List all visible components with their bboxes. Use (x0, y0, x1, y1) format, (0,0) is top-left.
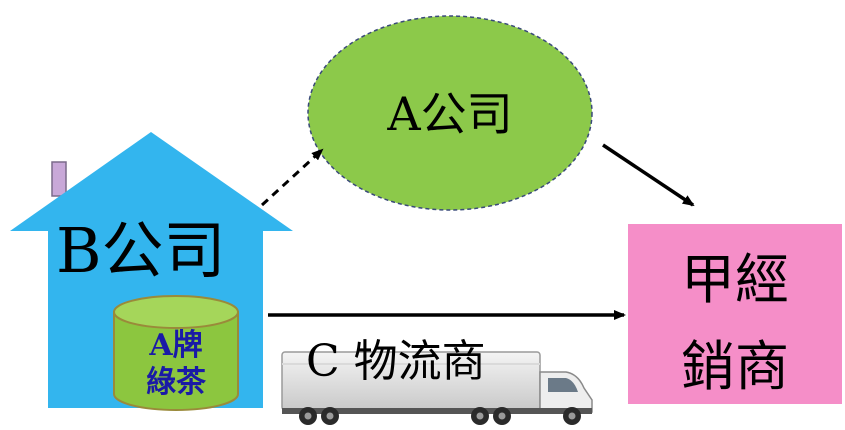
distributor-box (628, 224, 842, 404)
truck-icon (281, 351, 593, 425)
arrow-b-to-a (260, 148, 324, 207)
company-a-label: A公司 (386, 87, 512, 141)
arrow-a-to-distributor (602, 143, 695, 207)
product-label-line2: 綠茶 (146, 365, 207, 400)
distributor-label-line1: 甲經 (681, 248, 789, 311)
chimney-icon (51, 161, 67, 197)
cylinder-top (113, 295, 239, 329)
distributor-node: 甲經 銷商 (628, 224, 842, 404)
distributor-label-line2: 銷商 (681, 335, 789, 398)
company-b-label: B公司 (56, 214, 226, 287)
product-node: A牌 綠茶 (113, 295, 239, 411)
logistics-label: C 物流商 (306, 336, 486, 387)
company-a-node: A公司 (307, 15, 593, 211)
cylinder-icon (113, 311, 239, 411)
product-label-line1: A牌 (148, 328, 202, 363)
company-a-ellipse (307, 15, 593, 211)
